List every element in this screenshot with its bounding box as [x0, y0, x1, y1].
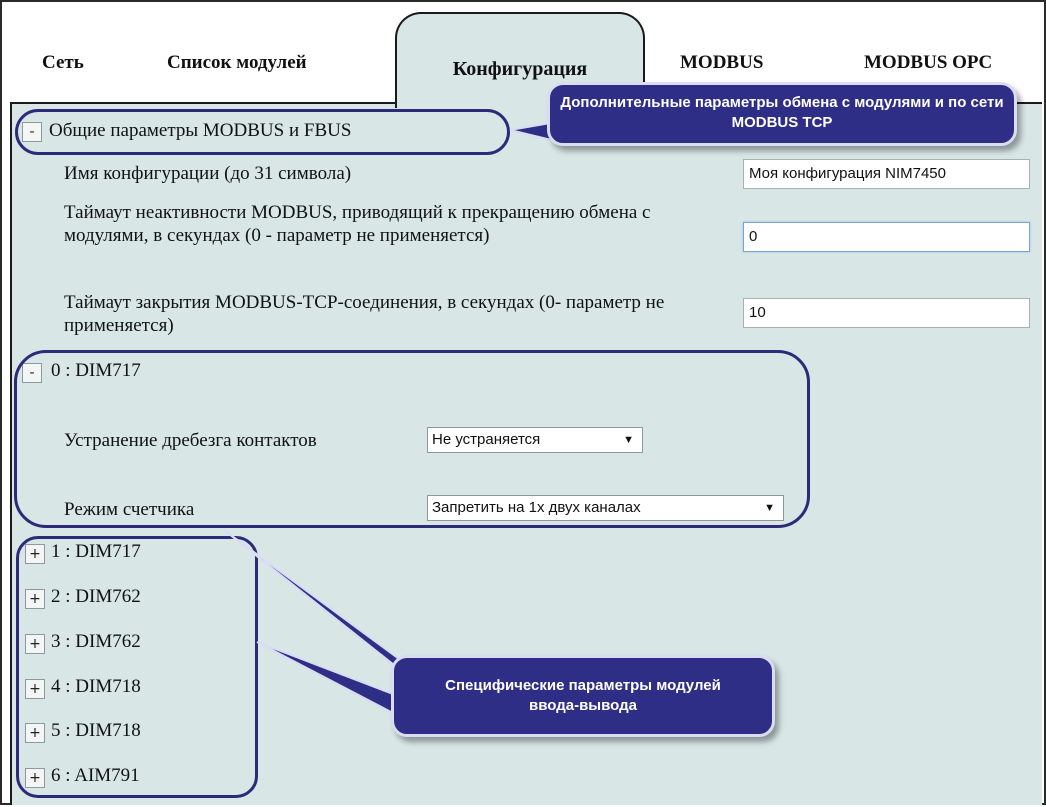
bottom-callout: Специфические параметры модулей ввода-вы… [391, 655, 775, 737]
config-name-label: Имя конфигурации (до 31 символа) [64, 163, 352, 184]
debounce-label: Устранение дребезга контактов [64, 430, 317, 451]
bottom-callout-text: Специфические параметры модулей ввода-вы… [445, 677, 721, 714]
expand-module-2-button[interactable]: + [25, 589, 45, 609]
top-callout: Дополнительные параметры обмена с модуля… [547, 82, 1017, 146]
module-list-highlight [16, 536, 258, 798]
tab-configuration-label: Конфигурация [452, 58, 588, 80]
module-4-title: 4 : DIM718 [51, 676, 141, 697]
tab-network[interactable]: Сеть [42, 52, 84, 73]
tab-modbus[interactable]: MODBUS [680, 52, 764, 73]
module-0-highlight [14, 350, 810, 528]
module-2-title: 2 : DIM762 [51, 586, 141, 607]
debounce-select[interactable]: Не устраняется ▼ [427, 427, 643, 453]
counter-mode-select-value: Запретить на 1х двух каналах [432, 499, 641, 516]
modbus-timeout-input[interactable]: 0 [743, 222, 1030, 252]
config-name-input[interactable]: Моя конфигурация NIM7450 [743, 159, 1030, 189]
module-3-title: 3 : DIM762 [51, 631, 141, 652]
module-1-title: 1 : DIM717 [51, 541, 141, 562]
tab-module-list[interactable]: Список модулей [167, 52, 307, 73]
debounce-select-value: Не устраняется [432, 431, 541, 448]
dropdown-arrow-icon: ▼ [764, 502, 775, 514]
top-callout-text: Дополнительные параметры обмена с модуля… [560, 94, 1004, 131]
expand-module-5-button[interactable]: + [25, 723, 45, 743]
general-section-title: Общие параметры MODBUS и FBUS [49, 120, 352, 141]
tcp-close-timeout-label: Таймаут закрытия MODBUS-TCP-соединения, … [64, 292, 665, 336]
counter-mode-label: Режим счетчика [64, 499, 195, 520]
modbus-timeout-label: Таймаут неактивности MODBUS, приводящий … [64, 202, 651, 246]
counter-mode-select[interactable]: Запретить на 1х двух каналах ▼ [427, 495, 784, 521]
general-section-highlight [15, 109, 510, 155]
expand-module-4-button[interactable]: + [25, 679, 45, 699]
dropdown-arrow-icon: ▼ [623, 434, 634, 446]
expand-module-3-button[interactable]: + [25, 634, 45, 654]
module-0-title: 0 : DIM717 [51, 360, 141, 381]
tab-modbus-opc[interactable]: MODBUS OPC [864, 52, 993, 73]
tcp-close-timeout-input[interactable]: 10 [743, 298, 1030, 328]
module-6-title: 6 : AIM791 [51, 765, 140, 786]
module-5-title: 5 : DIM718 [51, 720, 141, 741]
